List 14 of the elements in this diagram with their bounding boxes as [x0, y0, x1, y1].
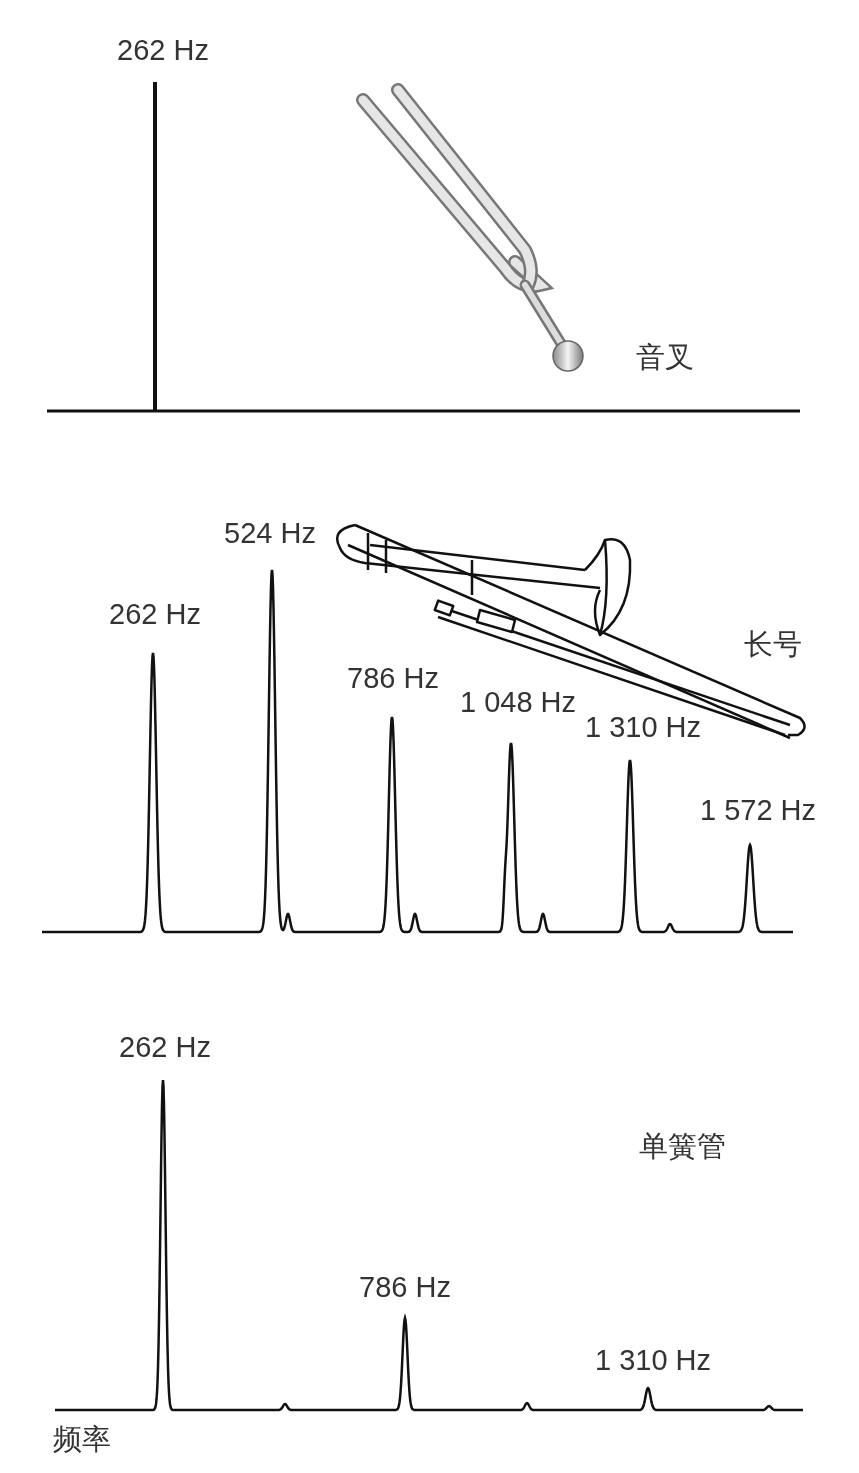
instrument-name: 单簧管 [638, 1129, 726, 1164]
frequency-label: 1 572 Hz [699, 793, 817, 827]
frequency-label: 524 Hz [224, 516, 316, 550]
frequency-label: 1 048 Hz [459, 685, 577, 719]
frequency-label: 786 Hz [359, 1270, 451, 1304]
frequency-label: 262 Hz [109, 597, 201, 631]
frequency-label: 786 Hz [347, 661, 439, 695]
frequency-label: 1 310 Hz [594, 1343, 712, 1377]
frequency-label: 262 Hz [117, 33, 209, 67]
frequency-label: 262 Hz [119, 1030, 211, 1064]
frequency-label: 1 310 Hz [584, 710, 702, 744]
axis-label: 频率 [53, 1422, 111, 1457]
instrument-name: 音叉 [636, 340, 694, 375]
instrument-name: 长号 [744, 627, 802, 662]
